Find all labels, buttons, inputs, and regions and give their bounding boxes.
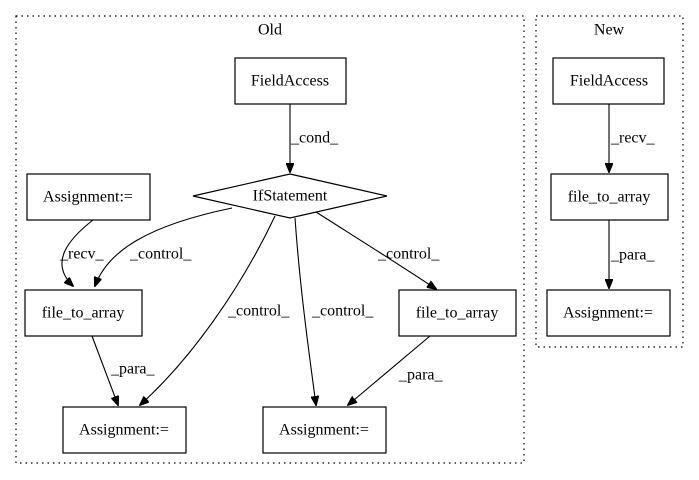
node-assignment-top-old-label: Assignment:= — [43, 189, 133, 206]
node-file-to-array-left-old-label: file_to_array — [42, 305, 125, 322]
edge-label-control-4: _control_ — [377, 246, 440, 263]
edge-label-para-new: _para_ — [610, 247, 656, 264]
edge-para-left: _para_ — [91, 335, 156, 405]
edge-label-para-right: _para_ — [398, 367, 444, 384]
node-fieldaccess-new[interactable]: FieldAccess — [552, 57, 665, 105]
node-file-to-array-left-old[interactable]: file_to_array — [24, 289, 143, 337]
edge-para-right: _para_ — [348, 335, 444, 405]
node-assignment-bottom-left-old[interactable]: Assignment:= — [62, 406, 187, 454]
edge-label-control-2: _control_ — [227, 303, 290, 320]
node-fieldaccess-old[interactable]: FieldAccess — [234, 57, 347, 105]
cluster-old-label: Old — [258, 22, 282, 39]
node-assignment-new[interactable]: Assignment:= — [546, 289, 671, 337]
node-file-to-array-new-label: file_to_array — [568, 189, 651, 206]
edge-label-para-left: _para_ — [110, 361, 156, 378]
cluster-new-label: New — [594, 22, 625, 39]
node-file-to-array-new[interactable]: file_to_array — [550, 173, 669, 221]
node-assignment-bottom-right-old[interactable]: Assignment:= — [262, 406, 387, 454]
node-file-to-array-right-old-label: file_to_array — [416, 305, 499, 322]
edge-recv-old: _recv_ — [59, 219, 105, 286]
edge-control-4: _control_ — [315, 211, 440, 289]
edge-control-1: _control_ — [95, 207, 233, 286]
edge-label-control-1: _control_ — [129, 246, 192, 263]
cluster-old: Old — [15, 15, 525, 464]
edge-label-control-3: _control_ — [311, 303, 374, 320]
node-assignment-new-label: Assignment:= — [563, 305, 653, 322]
edge-label-recv-new: _recv_ — [610, 130, 656, 147]
node-ifstatement-old-label: IfStatement — [253, 188, 328, 205]
node-assignment-top-old[interactable]: Assignment:= — [26, 173, 151, 221]
node-file-to-array-right-old[interactable]: file_to_array — [398, 289, 517, 337]
node-ifstatement-old[interactable]: IfStatement — [192, 173, 388, 219]
edge-label-cond: _cond_ — [290, 130, 339, 147]
node-fieldaccess-new-label: FieldAccess — [570, 73, 648, 90]
edge-label-recv-old: _recv_ — [59, 246, 105, 263]
edge-control-3: _control_ — [294, 217, 374, 405]
edge-recv-new: _recv_ — [609, 104, 656, 172]
cluster-new: New — [535, 15, 684, 348]
edge-para-new: _para_ — [609, 220, 656, 288]
edge-control-2: _control_ — [140, 215, 290, 405]
node-fieldaccess-old-label: FieldAccess — [251, 73, 329, 90]
node-assignment-bottom-right-old-label: Assignment:= — [279, 422, 369, 439]
node-assignment-bottom-left-old-label: Assignment:= — [79, 422, 169, 439]
edge-cond: _cond_ — [290, 104, 339, 172]
